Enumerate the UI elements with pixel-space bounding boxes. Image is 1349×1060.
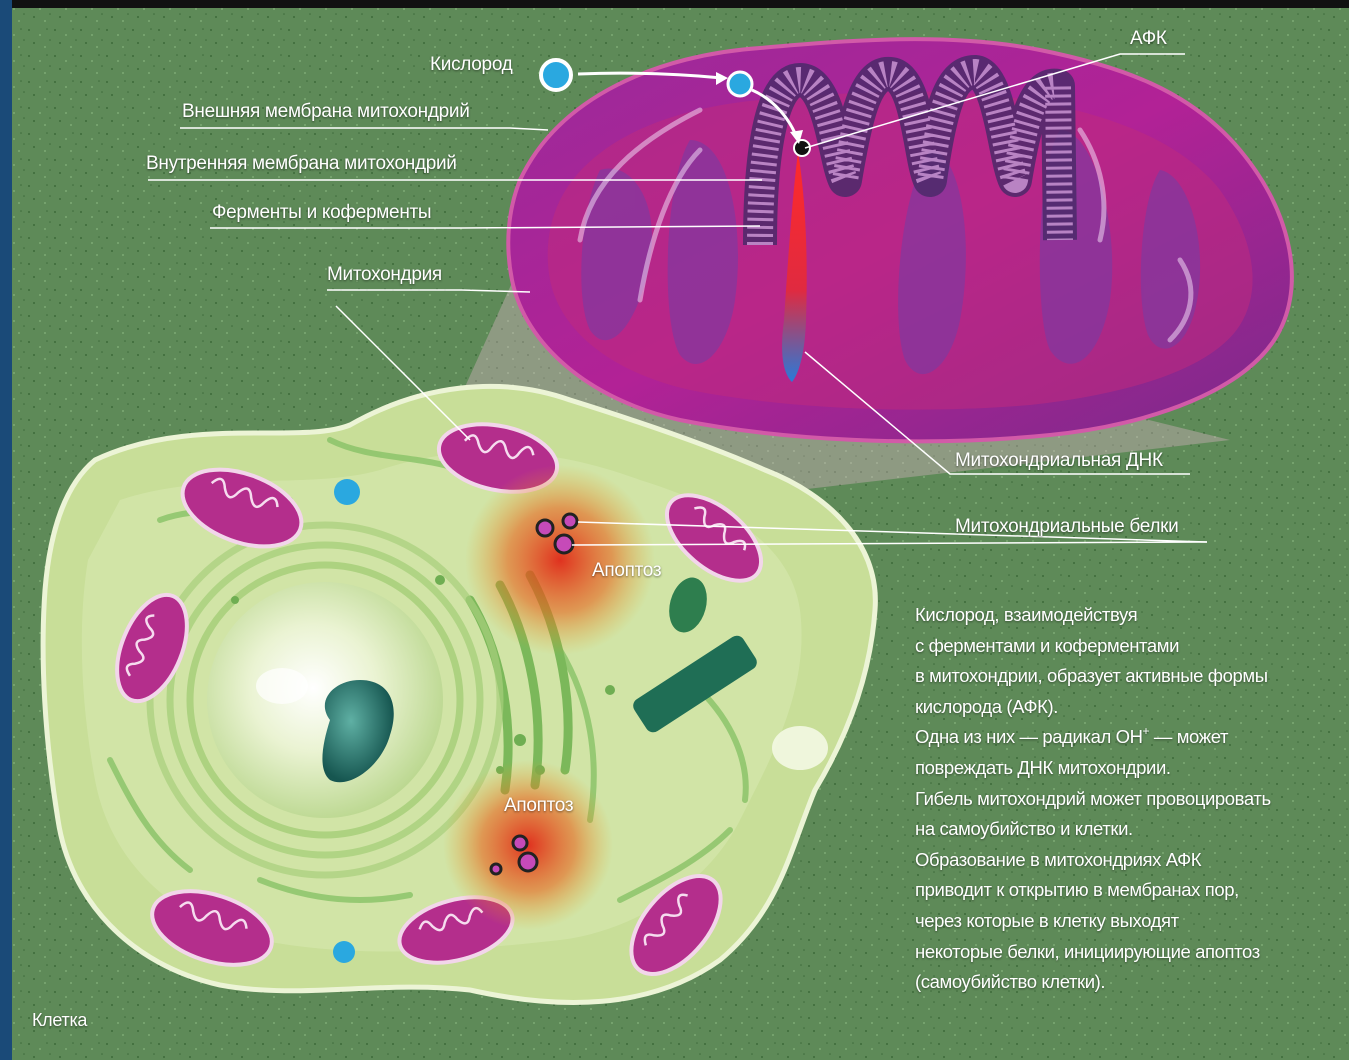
oxygen-dot-cell-2 bbox=[333, 941, 355, 963]
label-mito-proteins: Митохондриальные белки bbox=[955, 516, 1178, 538]
label-mitochondrion: Митохондрия bbox=[327, 264, 442, 286]
label-apoptosis-upper: Апоптоз bbox=[592, 560, 661, 582]
top-border bbox=[0, 0, 1349, 8]
description-line: Гибель митохондрий может провоцировать bbox=[915, 784, 1345, 815]
oxygen-dot-cell-1 bbox=[334, 479, 360, 505]
description-text: Кислород, взаимодействуя с ферментами и … bbox=[915, 600, 1345, 998]
description-radical-post: — может bbox=[1149, 726, 1228, 747]
label-oxygen: Кислород bbox=[430, 54, 512, 76]
label-enzymes: Ферменты и коферменты bbox=[212, 202, 431, 224]
description-line: повреждать ДНК митохондрии. bbox=[915, 753, 1345, 784]
description-line: с ферментами и коферментами bbox=[915, 631, 1345, 662]
description-line: кислорода (АФК). bbox=[915, 692, 1345, 723]
label-outer-membrane: Внешняя мембрана митохондрий bbox=[182, 101, 470, 123]
vacuole bbox=[772, 726, 828, 770]
description-line: на самоубийство и клетки. bbox=[915, 814, 1345, 845]
description-line-radical: Одна из них — радикал ОН+ — может bbox=[915, 722, 1345, 753]
label-ros: АФК bbox=[1130, 28, 1167, 50]
label-mito-dna: Митохондриальная ДНК bbox=[955, 450, 1163, 472]
mitochondrion-enlarged bbox=[508, 39, 1292, 441]
description-line: в митохондрии, образует активные формы bbox=[915, 661, 1345, 692]
cell bbox=[43, 386, 875, 1002]
label-apoptosis-lower: Апоптоз bbox=[504, 795, 573, 817]
description-radical-pre: Одна из них — радикал ОН bbox=[915, 726, 1143, 747]
left-edge-bar bbox=[0, 0, 12, 1060]
oxygen-molecule-outside bbox=[541, 60, 571, 90]
description-line: приводит к открытию в мембранах пор, bbox=[915, 875, 1345, 906]
description-line: некоторые белки, инициирующие апоптоз bbox=[915, 937, 1345, 968]
nucleus bbox=[207, 582, 443, 818]
label-inner-membrane: Внутренняя мембрана митохондрий bbox=[146, 153, 457, 175]
oxygen-molecule-inside bbox=[728, 72, 752, 96]
apoptosis-zone-lower bbox=[443, 760, 613, 930]
description-line: Кислород, взаимодействуя bbox=[915, 600, 1345, 631]
description-line: Образование в митохондриях АФК bbox=[915, 845, 1345, 876]
description-line: через которые в клетку выходят bbox=[915, 906, 1345, 937]
nucleus-highlight bbox=[256, 668, 308, 704]
label-cell: Клетка bbox=[32, 1010, 87, 1031]
description-line: (самоубийство клетки). bbox=[915, 967, 1345, 998]
